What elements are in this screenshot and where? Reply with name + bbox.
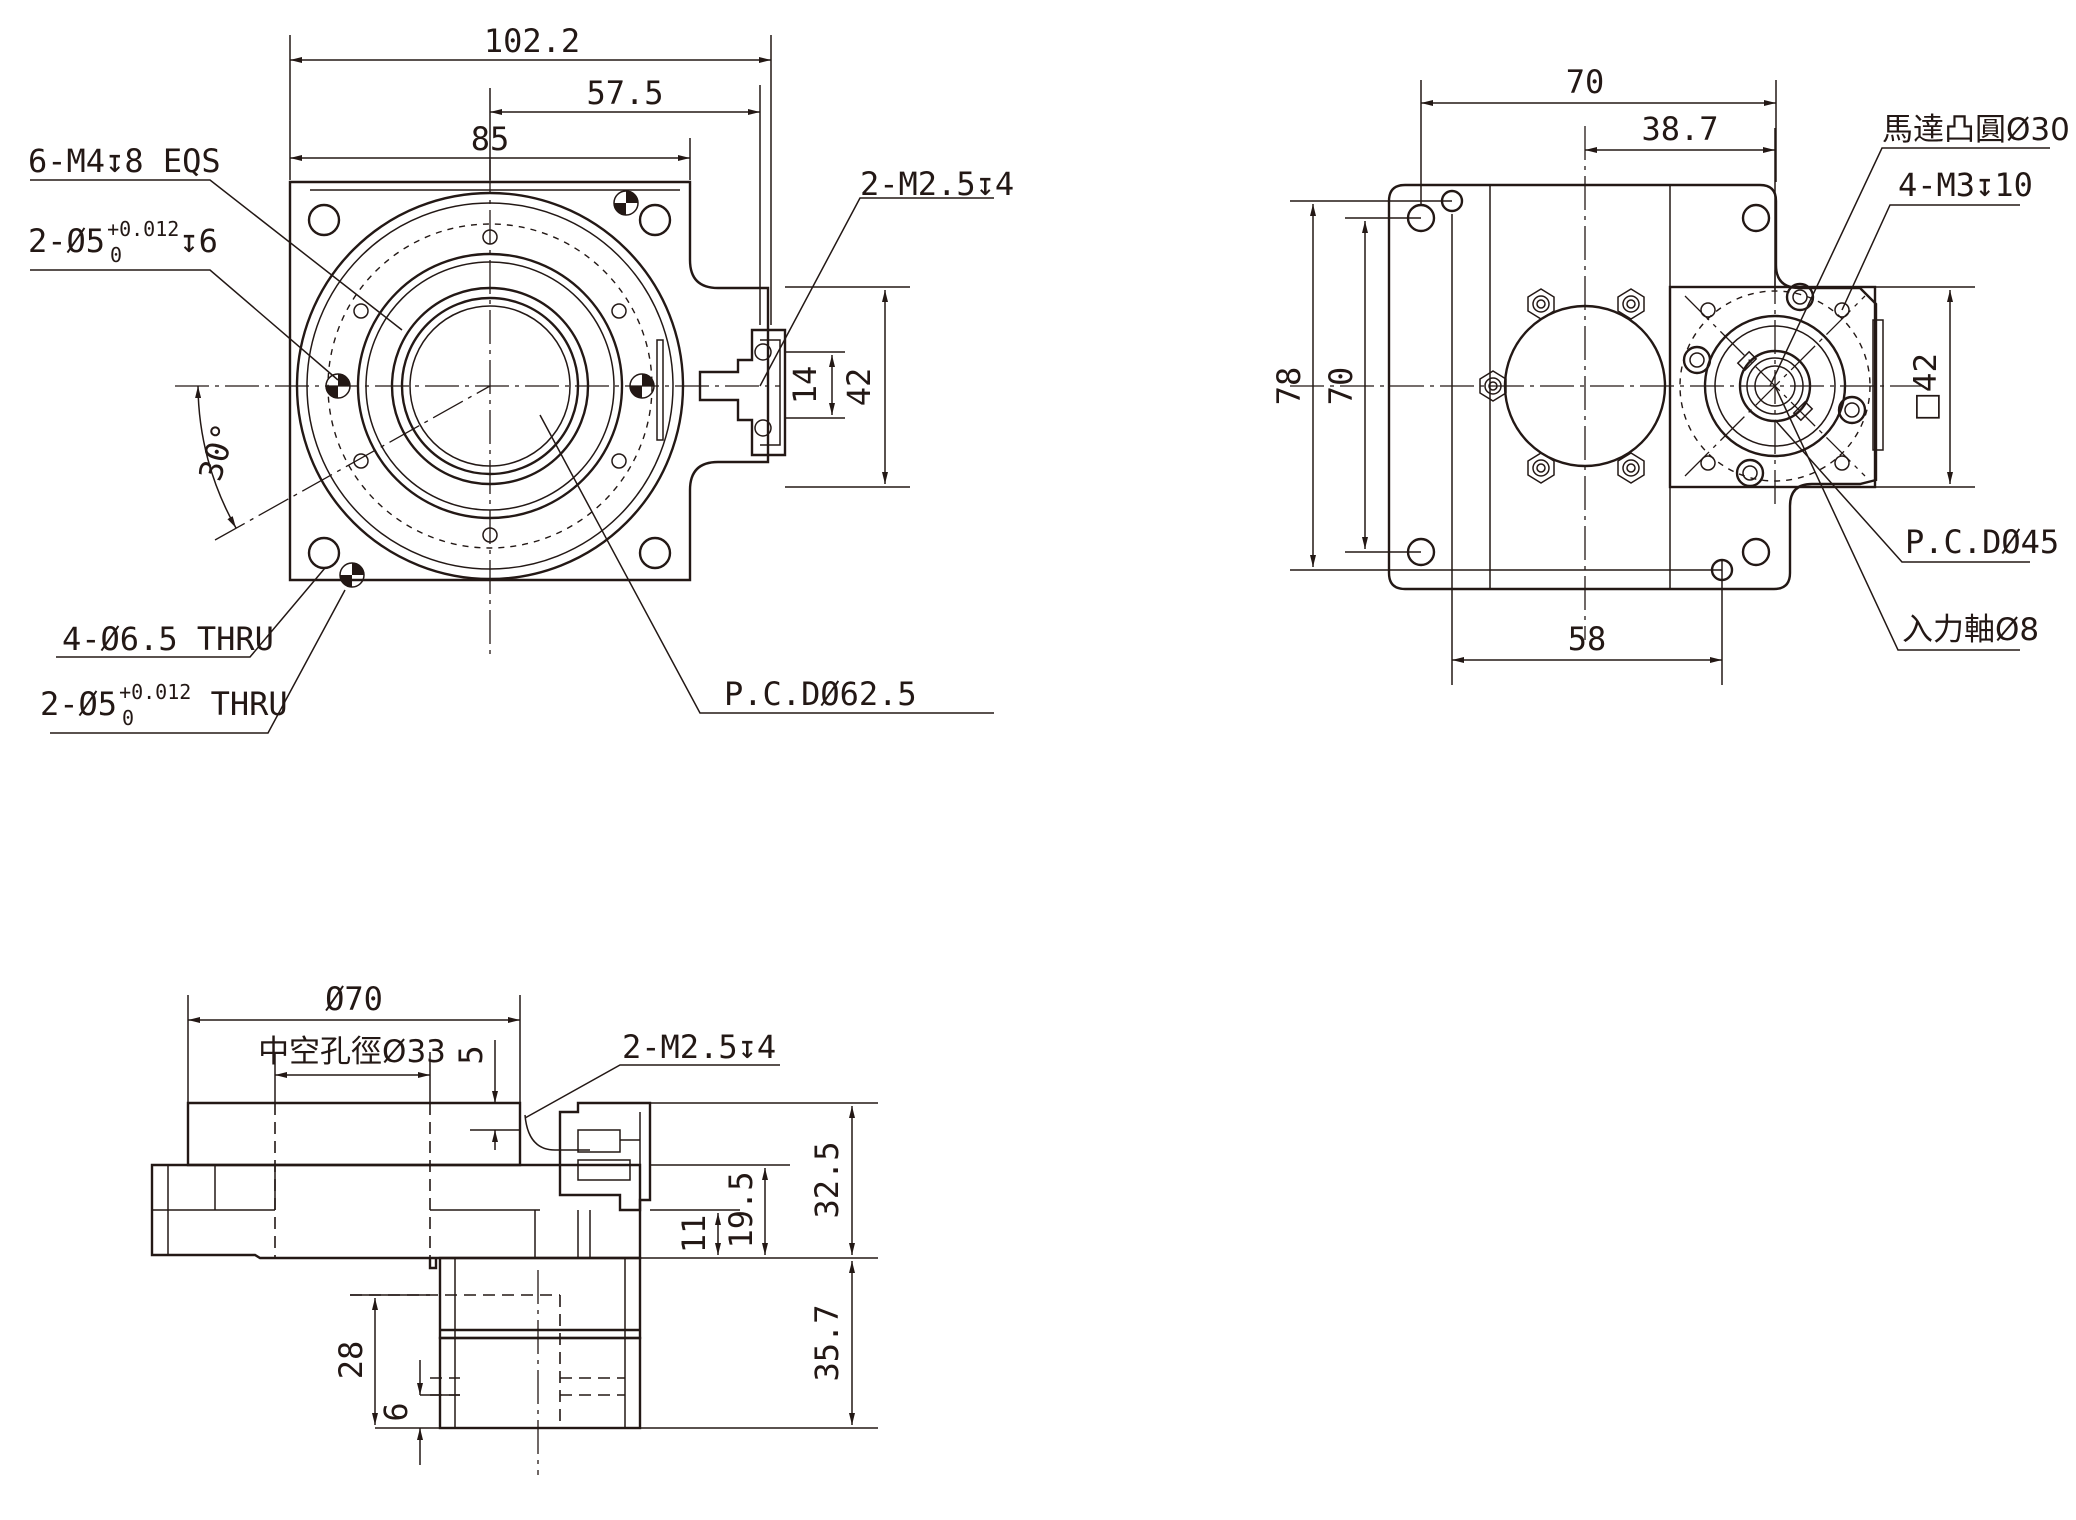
dim-body-width: 85 (471, 120, 510, 158)
sv-dim-five: 5 (452, 1045, 490, 1064)
motor-flange-side (438, 1256, 642, 1340)
rv-callout-m3: 4-M3↧10 (1898, 166, 2033, 204)
mount-hole-br (638, 536, 672, 570)
motor-body-side (438, 1336, 642, 1430)
rv-callout-input-shaft: 入力軸Ø8 (1902, 612, 2039, 648)
sv-callout-m25: 2-M2.5↧4 (622, 1028, 776, 1066)
callout-m4: 6-M4↧8 EQS (28, 142, 221, 180)
sv-dim-357: 35.7 (808, 1304, 846, 1381)
side-connector (558, 1101, 652, 1212)
motor-mount-bolts (1682, 282, 1867, 488)
sv-dim-dia: Ø70 (325, 980, 383, 1018)
rv-dim-bottom: 58 (1568, 620, 1607, 658)
mount-hole-tr (638, 203, 672, 237)
sv-dim-hollow: 中空孔徑Ø33 (258, 1034, 446, 1070)
front-housing-outline (288, 180, 770, 582)
sv-dim-11: 11 (675, 1215, 713, 1254)
dim-conn-height: 42 (840, 368, 878, 407)
rv-callout-motor-boss: 馬達凸圓Ø30 (1882, 112, 2070, 148)
motor-mount-square (1668, 285, 1877, 489)
sv-dim-28: 28 (332, 1341, 370, 1380)
rv-hole-tr (1741, 203, 1771, 233)
rv-dim-height-outer: 78 (1270, 367, 1308, 406)
sv-dim-195: 19.5 (722, 1171, 760, 1248)
sv-dim-325: 32.5 (808, 1141, 846, 1218)
sv-dim-6: 6 (377, 1402, 415, 1421)
dim-conn-width: 14 (786, 366, 824, 405)
rv-callout-pcd: P.C.DØ45 (1905, 523, 2059, 561)
dim-angle: 30° (191, 419, 243, 485)
rv-hole-br (1741, 537, 1771, 567)
base-flange (150, 1163, 642, 1270)
mount-hole-tl (307, 203, 341, 237)
rv-dim-height-inner: 70 (1322, 367, 1360, 406)
rotary-table (186, 1101, 522, 1167)
mount-hole-bl (307, 536, 341, 570)
side-view: Ø70 中空孔徑Ø33 5 32.5 19.5 11 35.7 28 6 2-M… (150, 980, 878, 1475)
callout-m25: 2-M2.5↧4 (860, 165, 1014, 203)
rv-dim-square: □42 (1908, 353, 1944, 422)
cable-connector (698, 328, 787, 457)
rv-dim-offset: 38.7 (1641, 110, 1718, 148)
callout-thru: 4-Ø6.5 THRU (62, 620, 274, 658)
dim-to-connector: 57.5 (586, 74, 663, 112)
front-view: 102.2 57.5 85 14 42 30° P.C.DØ62.5 6-M4↧… (28, 22, 1014, 734)
right-view: 70 38.7 78 70 58 □42 馬達凸圓Ø30 4-M3↧10 P.C… (1270, 63, 2070, 685)
dim-pcd: P.C.DØ62.5 (724, 675, 917, 713)
callout-pin-top: 2-Ø5+0.012↧6 (28, 217, 218, 260)
gearbox-body-outline (1387, 183, 1878, 591)
dowel-pin-symbols (325, 190, 655, 588)
dim-overall-width: 102.2 (484, 22, 580, 60)
callout-pin-bottom: 2-Ø5+0.012 THRU (40, 680, 288, 723)
m3-holes (1700, 302, 1850, 471)
rv-dim-width: 70 (1566, 63, 1605, 101)
callout-pin-bottom-lower-tol: 0 (122, 706, 134, 730)
callout-pin-top-lower-tol: 0 (110, 243, 122, 267)
